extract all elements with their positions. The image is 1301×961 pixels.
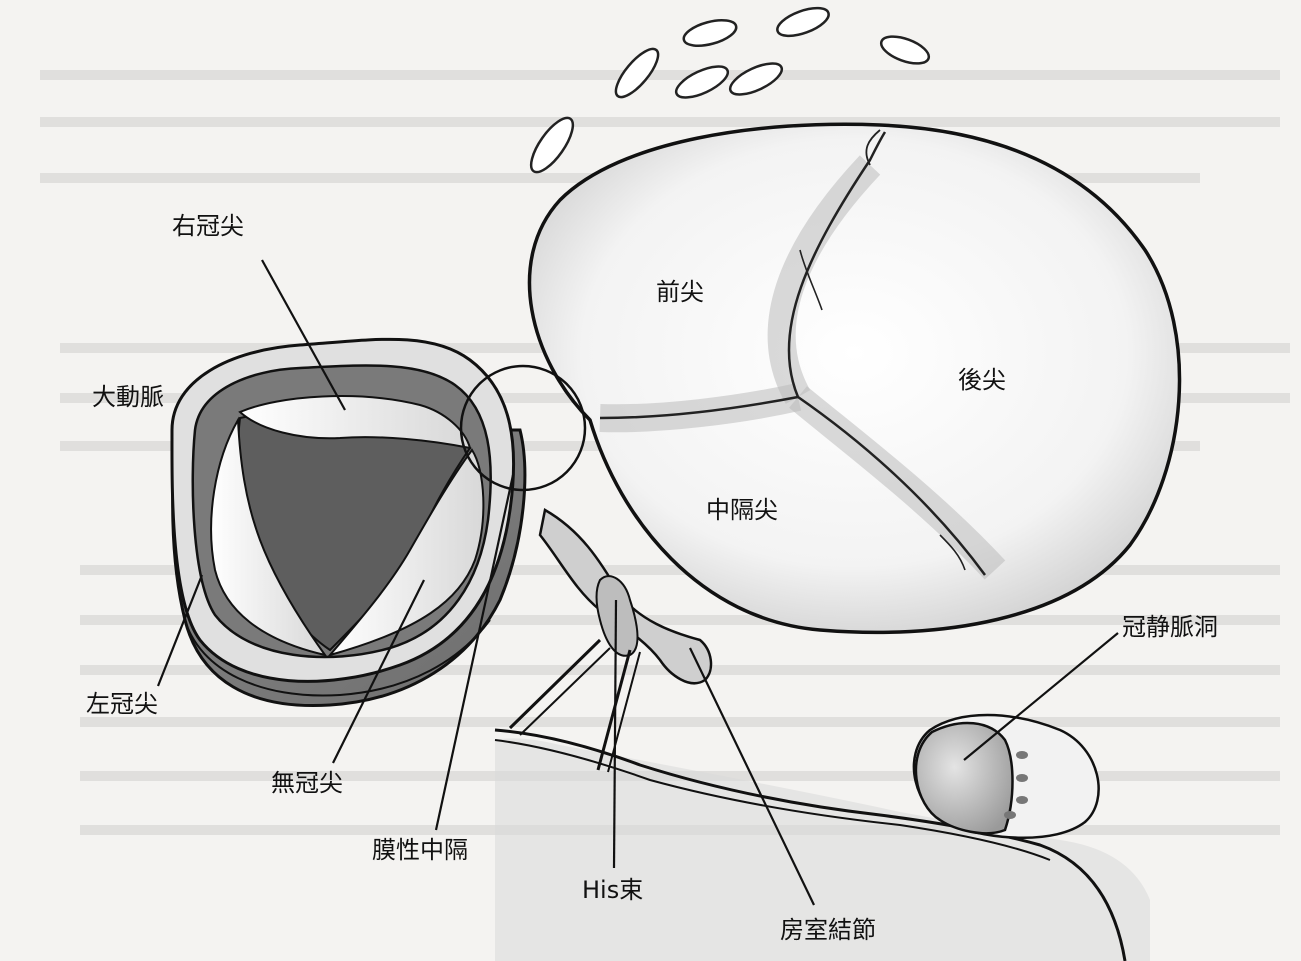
label-posterior-leaflet: 後尖 [958, 366, 1006, 394]
membranous-septum-region [459, 364, 587, 492]
label-membranous-septum: 膜性中隔 [372, 836, 468, 864]
label-coronary-sinus: 冠静脈洞 [1122, 613, 1218, 641]
label-right-coronary-cusp: 右冠尖 [172, 212, 244, 240]
label-his-bundle: His束 [582, 876, 643, 904]
lower-wall [494, 728, 1150, 961]
label-non-coronary-cusp: 無冠尖 [271, 769, 343, 797]
label-anterior-leaflet: 前尖 [656, 278, 704, 306]
tricuspid-valve [527, 122, 1182, 635]
leader-lines [156, 259, 1119, 906]
label-left-coronary-cusp: 左冠尖 [86, 690, 158, 718]
label-av-node: 房室結節 [780, 916, 876, 944]
aortic-root [170, 337, 527, 708]
coronary-sinus [912, 713, 1100, 839]
label-aorta: 大動脈 [92, 383, 164, 411]
decorative-ovals [529, 6, 931, 174]
label-septal-leaflet: 中隔尖 [706, 496, 778, 524]
